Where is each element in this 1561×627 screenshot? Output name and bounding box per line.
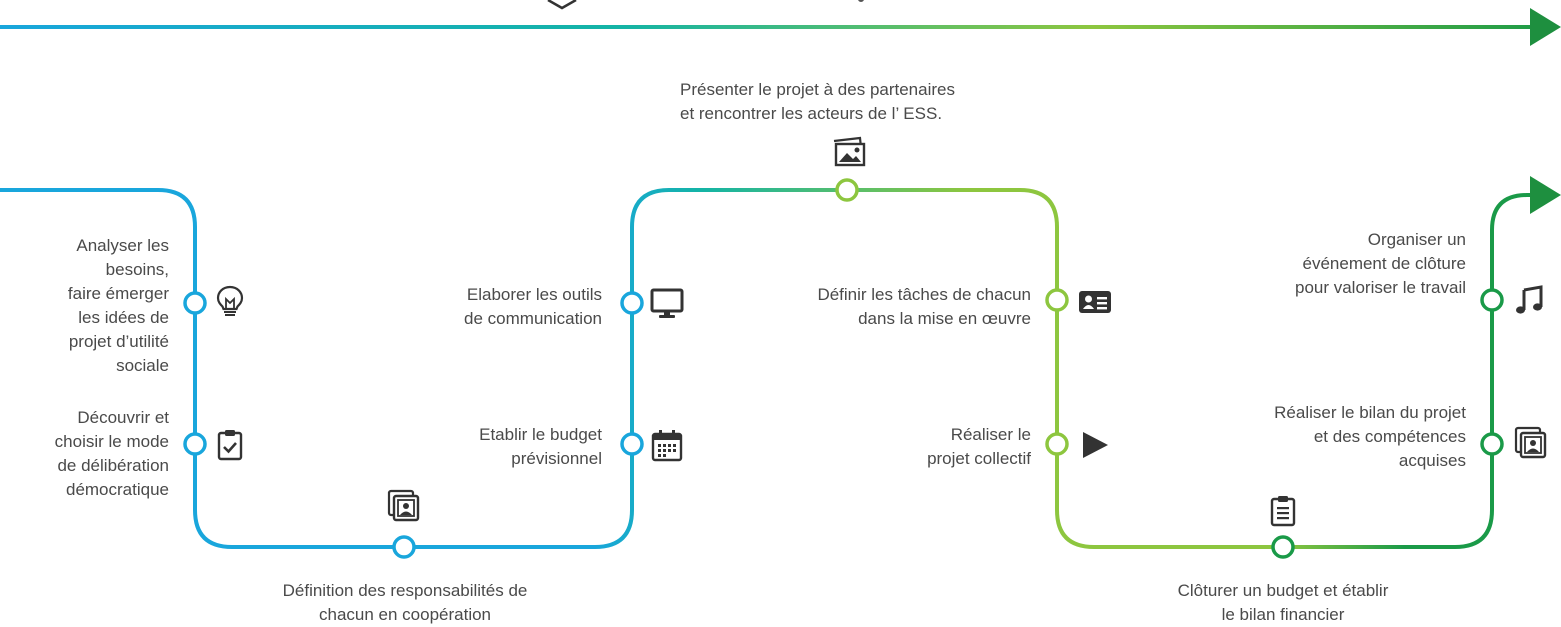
music-note-icon <box>1516 285 1543 314</box>
picture-icon <box>833 136 866 167</box>
id-card-icon <box>1079 291 1111 313</box>
node-definir <box>1045 288 1069 312</box>
node-cloturer <box>1271 535 1295 559</box>
lightbulb-icon <box>216 285 244 316</box>
node-decouvrir <box>183 432 207 456</box>
photo-portrait-icon <box>387 489 420 522</box>
node-elaborer <box>620 291 644 315</box>
clipboard-list-icon <box>1270 496 1296 527</box>
node-definition <box>392 535 416 559</box>
cube-icon-fragment <box>547 0 577 10</box>
node-presenter <box>835 178 859 202</box>
node-bilan <box>1480 432 1504 456</box>
node-etablir <box>620 432 644 456</box>
node-realiser <box>1045 432 1069 456</box>
play-icon <box>1083 432 1108 458</box>
calendar-icon <box>651 430 683 462</box>
monitor-icon <box>650 288 684 318</box>
photo-portrait-icon <box>1514 426 1547 459</box>
top-arrow-head <box>1530 8 1561 46</box>
clipboard-check-icon <box>217 430 243 461</box>
node-analyser <box>183 291 207 315</box>
end-arrow-head <box>1530 176 1561 214</box>
node-organiser <box>1480 288 1504 312</box>
